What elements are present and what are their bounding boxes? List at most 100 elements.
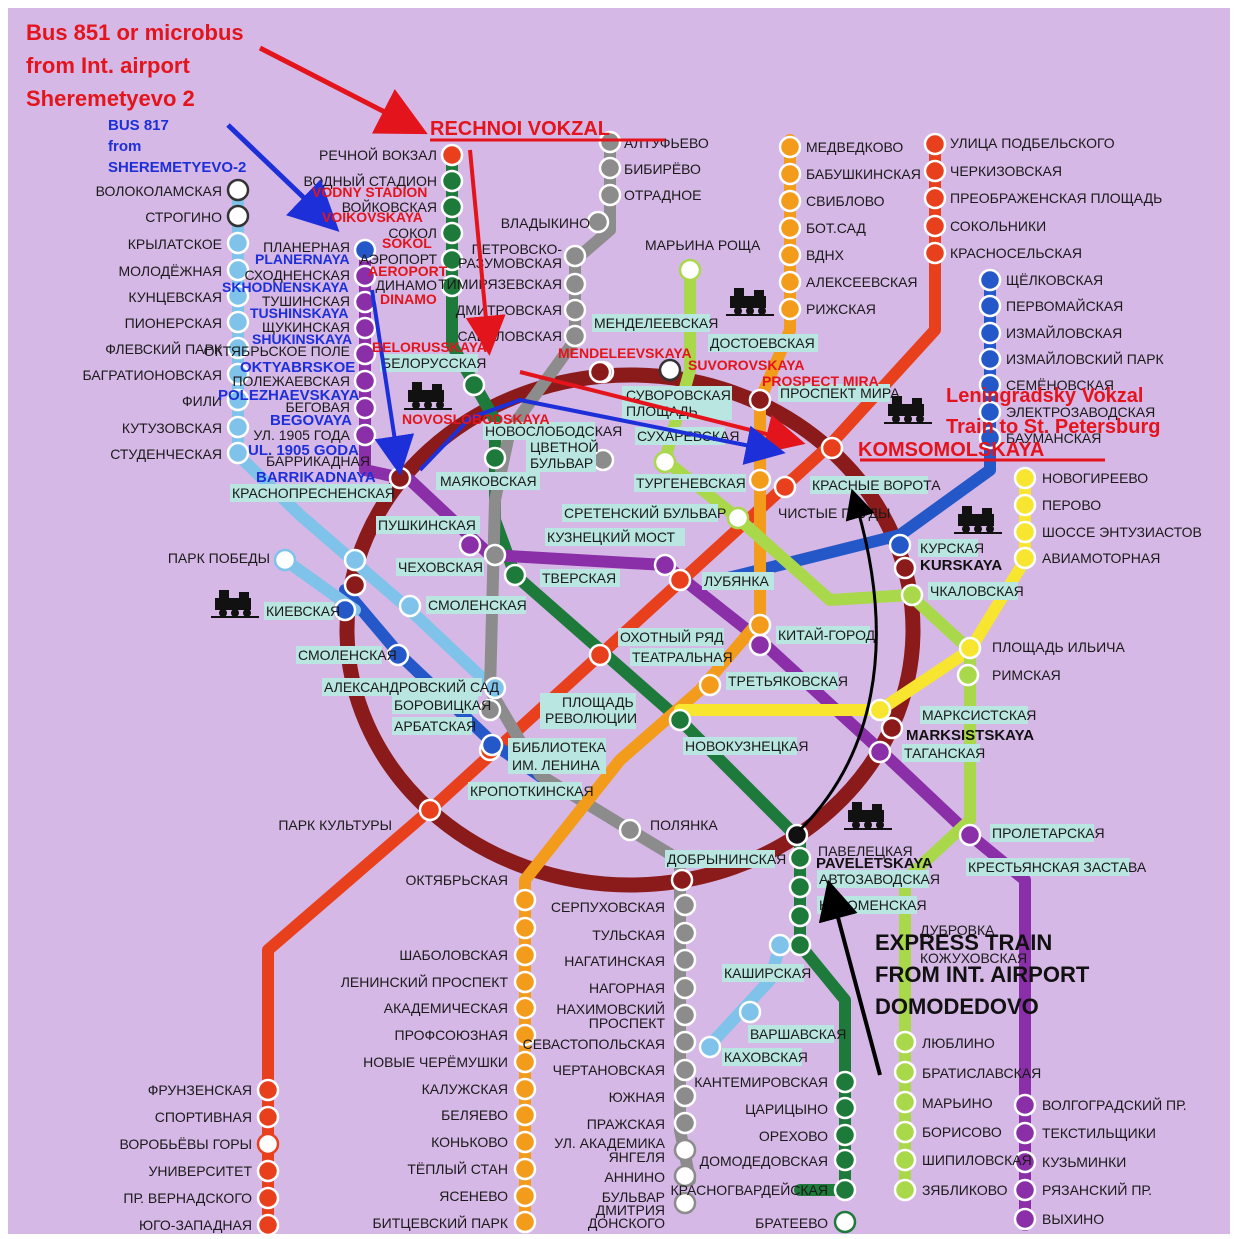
station-label: КАХОВСКАЯ (724, 1049, 808, 1065)
station-label: ПЕРВОМАЙСКАЯ (1006, 297, 1123, 314)
label-background (426, 596, 526, 614)
train-icon (844, 802, 892, 830)
station-label: МАЯКОВСКАЯ (440, 473, 537, 489)
station-label: ДОНСКОГО (588, 1215, 665, 1231)
label-background (630, 648, 724, 666)
station-label: НАГАТИНСКАЯ (564, 953, 665, 969)
station-label: ПРОСПЕКТ МИРА (780, 385, 900, 401)
label-background (902, 744, 980, 762)
annotation-polezhaevskaya: POLEZHAEVSKAYA (218, 387, 360, 404)
station-label: ПРАЖСКАЯ (587, 1116, 665, 1132)
station-label: ЭЛЕКТРОЗАВОДСКАЯ (1006, 404, 1155, 420)
label-background (562, 504, 718, 522)
station-label: УНИВЕРСИТЕТ (148, 1163, 252, 1179)
annotation-mendeleevskaya: MENDELEEVSKAYA (558, 345, 692, 361)
station-label: ОКТЯБРЬСКОЕ ПОЛЕ (204, 343, 350, 359)
annotation-ul1905: UL. 1905 GODA (248, 442, 359, 459)
station-label: ПЛАНЕРНАЯ (263, 239, 350, 255)
station-label: ПИОНЕРСКАЯ (125, 315, 222, 331)
station-label: СЕВАСТОПОЛЬСКАЯ (523, 1036, 665, 1052)
station-label: ЩЁЛКОВСКАЯ (1006, 272, 1103, 288)
station-label: ЮЖНАЯ (609, 1089, 665, 1105)
station-label: ПЛОЩАДЬ (562, 694, 634, 710)
station-label: НАГОРНАЯ (589, 980, 665, 996)
station-label: КУЗНЕЦКИЙ МОСТ (547, 528, 676, 545)
station-label: ПЕТРОВСКО- (472, 241, 563, 257)
annotation-oktyabrskoe: OKTYABRSKOE (240, 359, 355, 376)
station-label: БРАТИСЛАВСКАЯ (922, 1065, 1041, 1081)
station-label: СОКОЛЬНИКИ (950, 218, 1046, 234)
station-label: НАХИМОВСКИЙ (556, 1000, 665, 1017)
label-background (708, 334, 818, 352)
station-label: КРАСНОСЕЛЬСКАЯ (950, 245, 1082, 261)
label-background (592, 314, 710, 332)
station-label: ВОРОБЬЁВЫ ГОРЫ (120, 1136, 252, 1152)
station-label: КРАСНОГВАРДЕЙСКАЯ (671, 1181, 829, 1198)
station-label: СУВОРОВСКАЯ (626, 387, 731, 403)
station-label: ВЫХИНО (1042, 1211, 1104, 1227)
station-label: АННИНО (604, 1169, 665, 1185)
label-background (810, 476, 928, 494)
station-label: ПЛОЩАДЬ (626, 403, 698, 419)
station-label: КУНЦЕВСКАЯ (128, 289, 222, 305)
station-label: КРАСНОПРЕСНЕНСКАЯ (232, 485, 395, 501)
station-label: НОВЫЕ ЧЕРЁМУШКИ (363, 1054, 508, 1070)
station-label: СМОЛЕНСКАЯ (298, 647, 397, 663)
station-label: БРАТЕЕВО (755, 1215, 828, 1231)
station-label: ВОЛОКОЛАМСКАЯ (96, 183, 222, 199)
station-label: ДОБРЫНИНСКАЯ (667, 851, 786, 867)
station-label: КОЖУХОВСКАЯ (920, 950, 1027, 966)
station-label: ШИПИЛОВСКАЯ (922, 1152, 1032, 1168)
station-label: ДИНАМО (375, 277, 437, 293)
station-label: СВИБЛОВО (806, 193, 885, 209)
station-label: КУРСКАЯ (920, 540, 984, 556)
station-label: ВОЛГОГРАДСКИЙ ПР. (1042, 1096, 1187, 1113)
annotation-express: DOMODEDOVO (875, 994, 1039, 1019)
station-label: ЯНГЕЛЯ (609, 1149, 665, 1165)
label-background (778, 384, 890, 402)
label-background (634, 474, 746, 492)
station-label: ДОМОДЕДОВСКАЯ (700, 1153, 828, 1169)
station-label: РЯЗАНСКИЙ ПР. (1042, 1181, 1152, 1198)
annotation-barrikadnaya: BARRIKADNAYA (256, 469, 376, 486)
station-label: АЛЕКСАНДРОВСКИЙ САД (324, 678, 500, 695)
arrow-planernaya-down (370, 289, 415, 476)
station-label: ШАБОЛОВСКАЯ (399, 947, 508, 963)
label-background (990, 824, 1094, 842)
station-label: УЛИЦА ПОДБЕЛЬСКОГО (950, 135, 1115, 151)
station-label: СЕМЁНОВСКАЯ (1006, 377, 1114, 393)
station-label: ПАРК КУЛЬТУРЫ (278, 817, 392, 833)
station-label: БИБЛИОТЕКА (512, 739, 607, 755)
station-label: БИТЦЕВСКИЙ ПАРК (372, 1214, 508, 1231)
station-label: ТУШИНСКАЯ (262, 293, 350, 309)
station-label: БАБУШКИНСКАЯ (806, 166, 921, 182)
station-label: АЛТУФЬЕВО (624, 135, 709, 151)
arrow-rechnoi (465, 149, 506, 356)
station-label: ЦАРИЦЫНО (745, 1101, 828, 1117)
station-label: ДУБРОВКА (920, 922, 995, 938)
station-label: РИЖСКАЯ (806, 301, 876, 317)
annotation-suvorovskaya: SUVOROVSKAYA (688, 357, 804, 373)
station-label: БУЛЬВАР (602, 1189, 665, 1205)
label-background (918, 539, 978, 557)
annotation-leningradsky: Leningradsky Vokzal (946, 385, 1143, 407)
station-label: ВДНХ (806, 247, 845, 263)
label-background (540, 693, 636, 729)
station-label: ФРУНЗЕНСКАЯ (148, 1082, 252, 1098)
label-background (376, 516, 480, 534)
station-label: КАШИРСКАЯ (724, 965, 811, 981)
station-label: СЕРПУХОВСКАЯ (551, 899, 665, 915)
label-background (726, 672, 838, 690)
annotation-bus851: from Int. airport (26, 53, 190, 78)
train-icon (211, 590, 259, 618)
station-label: ДОСТОЕВСКАЯ (710, 335, 815, 351)
label-background (776, 626, 870, 644)
annotation-bus817: BUS 817 (108, 117, 169, 134)
station-label: ЧИСТЫЕ ПРУДЫ (778, 505, 890, 521)
station-label: ОХОТНЫЙ РЯД (620, 628, 724, 645)
annotation-belorusskaya: BELORUSSKAYA (372, 339, 487, 355)
station-label: КРОПОТКИНСКАЯ (470, 783, 594, 799)
station-label: БАРРИКАДНАЯ (266, 453, 370, 469)
station-label: ЧЕРТАНОВСКАЯ (553, 1062, 665, 1078)
station-label: КАЛУЖСКАЯ (422, 1081, 508, 1097)
